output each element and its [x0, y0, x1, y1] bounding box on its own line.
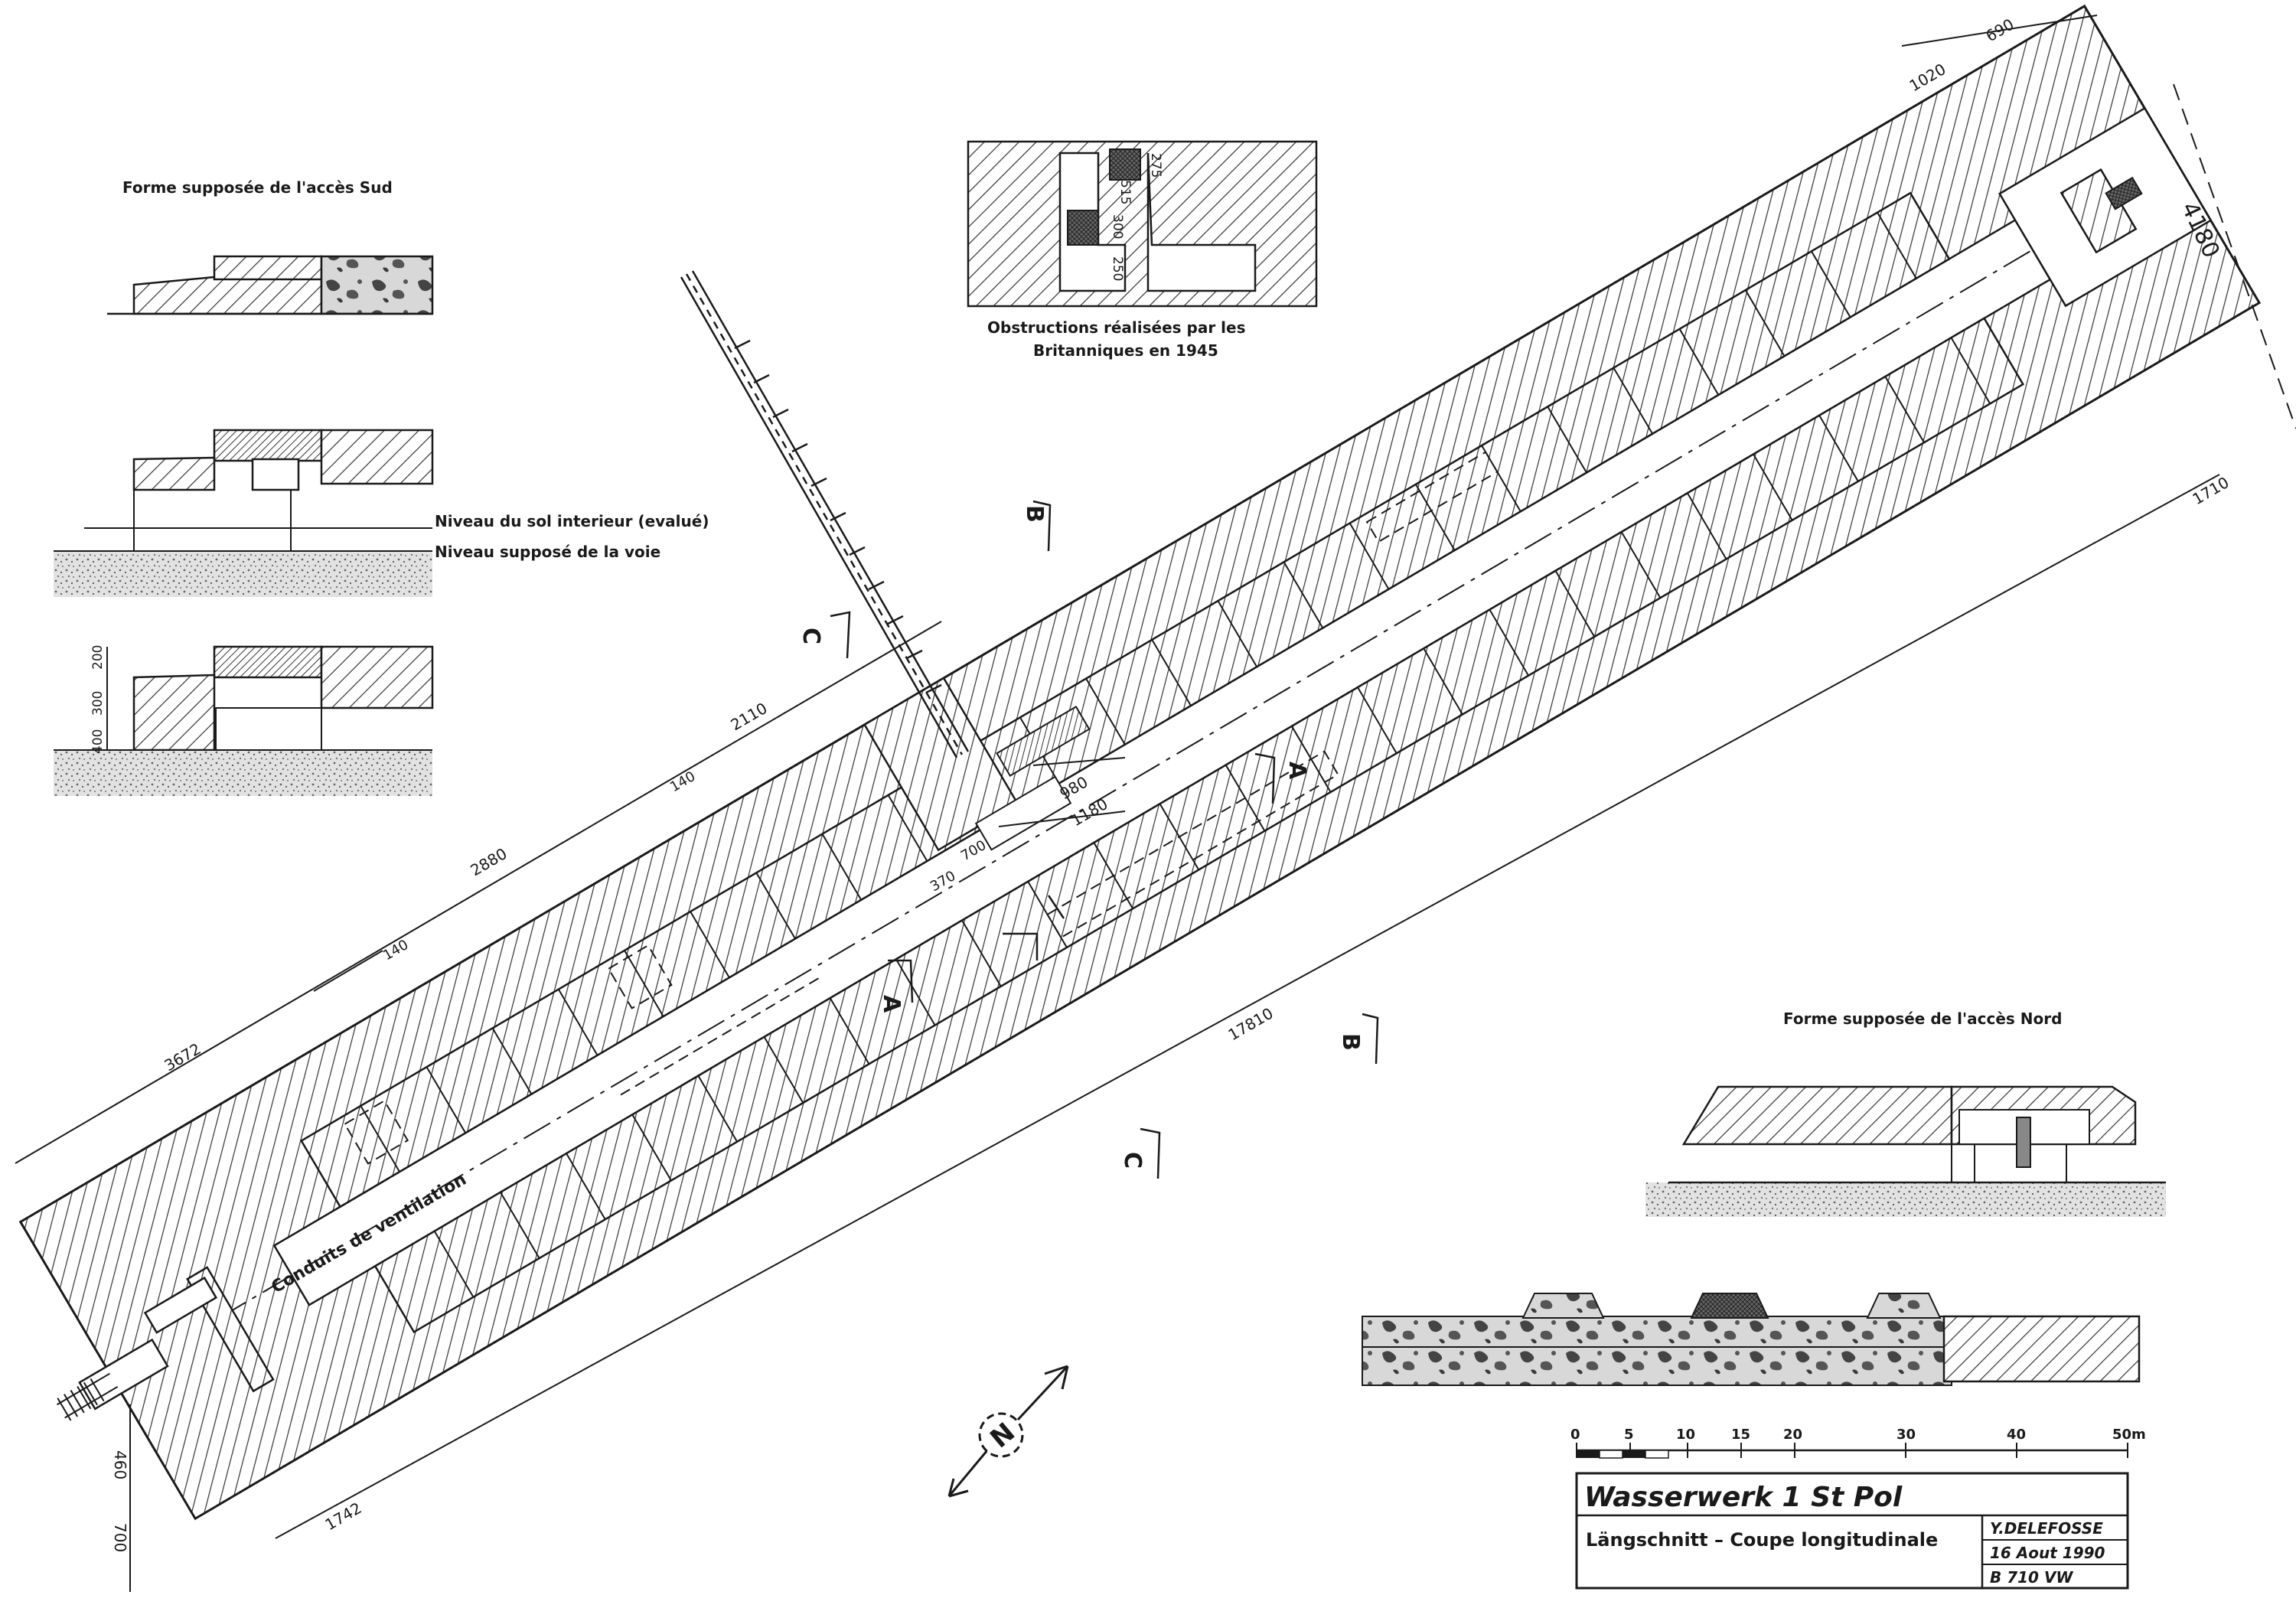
scale-tick-15: 15 [1731, 1427, 1750, 1443]
drawing-subtitle: Längschnitt – Coupe longitudinale [1586, 1529, 1938, 1551]
scale-tick-10: 10 [1676, 1427, 1695, 1443]
dim-515: 515 [1117, 180, 1133, 204]
dim-17810: 17810 [1225, 1004, 1277, 1045]
track-level-label: Niveau supposé de la voie [435, 543, 660, 561]
drawing-author: Y.DELEFOSSE [1990, 1519, 2103, 1538]
dim-140-lower: 140 [380, 937, 411, 964]
rail-track [57, 1372, 119, 1421]
south-entrance [78, 1338, 169, 1411]
south-access-elevation-2 [54, 429, 434, 597]
dim-3672: 3672 [161, 1039, 204, 1075]
side-chamber [974, 775, 1072, 851]
drawing-reference: B 710 VW [1990, 1568, 2073, 1587]
dim-2110: 2110 [728, 699, 771, 734]
section-letters: B C A A B C [797, 505, 1364, 1169]
obstructions-caption-2: Britanniques en 1945 [1033, 341, 1218, 360]
obstructions-caption-1: Obstructions réalisées par les [987, 318, 1246, 337]
section-a-lower: A [878, 995, 905, 1013]
dim-200: 200 [90, 645, 106, 670]
south-obstruction [143, 1276, 218, 1334]
section-markers [830, 500, 1379, 1179]
dim-300-side: 300 [90, 691, 106, 716]
title-block [1575, 1472, 2129, 1590]
scale-bar [1576, 1443, 2128, 1459]
section-c-lower: C [1119, 1152, 1146, 1169]
drawing-title: Wasserwerk 1 St Pol [1584, 1482, 1903, 1513]
scale-tick-0: 0 [1570, 1427, 1580, 1443]
dim-700-south: 700 [111, 1523, 129, 1552]
dim-275: 275 [1148, 153, 1163, 178]
dim-1742: 1742 [322, 1499, 365, 1534]
scale-tick-30: 30 [1896, 1427, 1916, 1443]
north-access-elevation [1645, 1085, 2166, 1217]
dim-2880: 2880 [468, 844, 510, 879]
dimension-lines [15, 15, 2296, 1592]
scale-tick-5: 5 [1624, 1427, 1634, 1443]
centre-line [218, 206, 2106, 1319]
section-b-lower: B [1337, 1033, 1364, 1051]
dim-250: 250 [1110, 256, 1125, 281]
south-access-title: Forme supposée de l'accès Sud [122, 178, 393, 197]
bunker-plan [18, 4, 2262, 1521]
longitudinal-section [1362, 1293, 2141, 1386]
ground-level-label: Niveau du sol interieur (evalué) [435, 512, 709, 530]
section-a-upper: A [1283, 762, 1310, 780]
ventilation-pipe [680, 270, 970, 758]
dim-140-upper: 140 [667, 768, 698, 795]
south-access-elevation-1 [107, 255, 434, 315]
drawing-date: 16 Aout 1990 [1990, 1544, 2105, 1562]
scale-tick-40: 40 [2007, 1427, 2026, 1443]
dim-400: 400 [90, 729, 106, 754]
section-b-upper: B [1021, 505, 1048, 523]
dim-690: 690 [1983, 15, 2017, 45]
dim-1710: 1710 [2190, 473, 2232, 508]
section-c-upper: C [797, 628, 824, 644]
dim-460: 460 [111, 1450, 129, 1479]
scale-bar-ticks: 0 5 10 15 20 30 40 50m [1570, 1427, 2146, 1443]
upper-cell-dividers [360, 212, 1917, 1173]
north-access-title: Forme supposée de l'accès Nord [1783, 1009, 2062, 1028]
upper-chamber-band [300, 191, 1951, 1208]
south-access-elevation-3 [54, 645, 434, 796]
obstructions-plan [967, 140, 1318, 308]
north-arrow [947, 1365, 1069, 1498]
vent-obstruction [996, 706, 1091, 777]
dim-300: 300 [1110, 214, 1125, 239]
north-obstruction [2105, 176, 2143, 210]
scale-tick-20: 20 [1783, 1427, 1802, 1443]
scale-tick-50m: 50m [2112, 1427, 2146, 1443]
